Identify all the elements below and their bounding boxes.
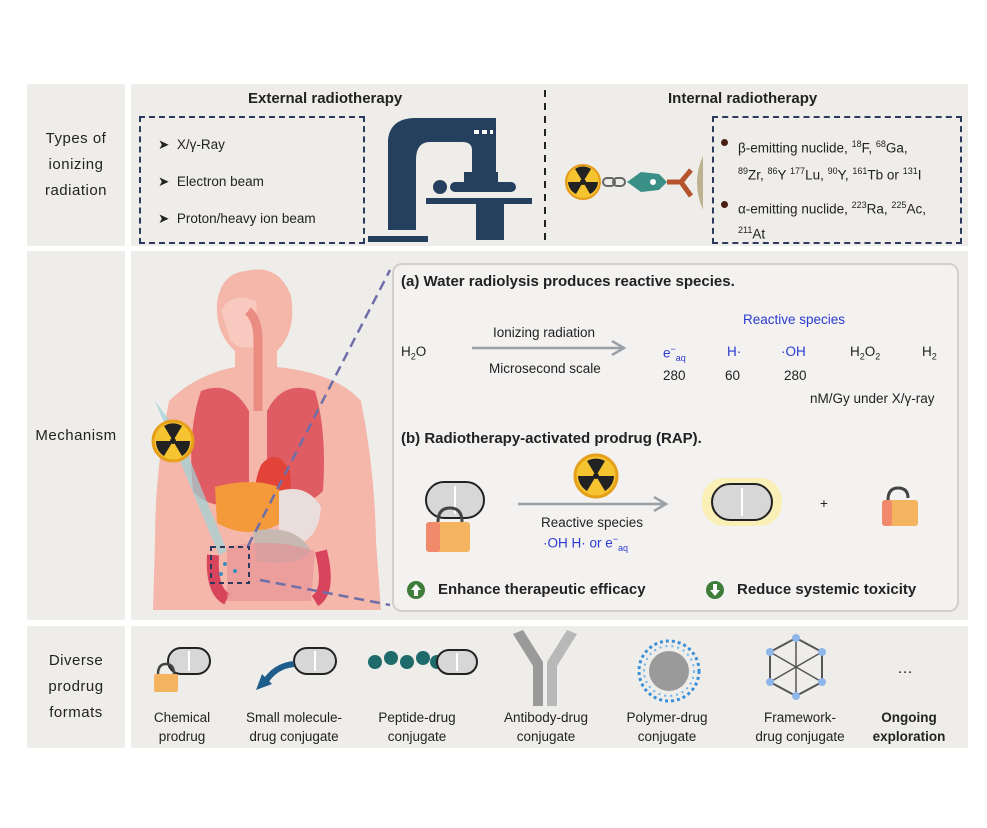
reduce-toxicity: Reduce systemic toxicity xyxy=(737,581,917,598)
types-panel xyxy=(131,84,968,246)
formats-label-line1: Diverse xyxy=(48,652,104,669)
alpha-nuclides: α-emitting nuclide, 223Ra, 225Ac, 211At xyxy=(738,200,926,241)
panel-a-title: (a) Water radiolysis produces reactive s… xyxy=(401,273,735,290)
reduce-down-icon xyxy=(706,581,724,599)
open-lock-icon xyxy=(882,486,918,526)
beta-bullet xyxy=(721,139,728,146)
beta-nuclides: β-emitting nuclide, 18F, 68Ga, 89Zr, 86Y… xyxy=(738,139,922,182)
internal-title: Internal radiotherapy xyxy=(668,90,818,107)
locked-prodrug-icon xyxy=(425,481,485,552)
peptide-conjugate-icon xyxy=(368,649,478,675)
formats-label-line2: prodrug xyxy=(48,678,104,695)
antibody-icon xyxy=(513,630,577,706)
external-title: External radiotherapy xyxy=(248,90,403,107)
panel-b-title: (b) Radiotherapy-activated prodrug (RAP)… xyxy=(401,430,702,447)
panel-a-arrow-bottom: Microsecond scale xyxy=(489,361,601,376)
row-label-types: Types of ionizing radiation xyxy=(27,84,125,246)
yield-unit-note: nM/Gy under X/γ-ray xyxy=(810,391,935,406)
zoom-connector-lines xyxy=(246,269,392,607)
alpha-bullet xyxy=(721,201,728,208)
types-label-line3: radiation xyxy=(44,182,108,199)
external-item-1: ➤ X/γ-Ray xyxy=(158,137,225,152)
species-h2o2: H2O2 xyxy=(850,344,881,362)
panel-b-species: ·OH H· or e−aq xyxy=(543,534,629,554)
yield-h-radical: 60 xyxy=(725,368,741,383)
external-list-box xyxy=(139,116,365,244)
panel-b-arrow-label: Reactive species xyxy=(541,515,644,530)
mechanism-inset-box xyxy=(392,263,959,612)
ellipsis: … xyxy=(897,660,913,677)
row-label-formats: Diverse prodrug formats xyxy=(27,626,125,748)
section-divider xyxy=(544,90,546,240)
yield-hydroxyl: 280 xyxy=(784,368,807,383)
format-caption-framework: Framework-drug conjugate xyxy=(755,710,845,744)
plus-sign: + xyxy=(820,496,828,511)
species-hydroxyl: ·OH xyxy=(781,344,806,359)
formats-label-line3: formats xyxy=(49,704,103,721)
species-h-radical: H· xyxy=(727,344,742,359)
active-drug-icon xyxy=(702,478,782,526)
small-molecule-conjugate-icon xyxy=(256,647,337,690)
chemical-prodrug-icon xyxy=(154,647,211,692)
types-label-line2: ionizing xyxy=(48,156,104,173)
internal-list-box xyxy=(712,116,962,244)
species-electron: e−aq xyxy=(663,344,686,364)
panel-a-reactant: H2O xyxy=(401,344,427,362)
enhance-efficacy: Enhance therapeutic efficacy xyxy=(438,581,646,598)
row-label-mechanism: Mechanism xyxy=(27,251,125,620)
yield-electron: 280 xyxy=(663,368,686,383)
enhance-up-icon xyxy=(407,581,425,599)
external-item-2: ➤ Electron beam xyxy=(158,174,264,189)
human-body-illustration xyxy=(151,269,381,610)
species-h2: H2 xyxy=(922,344,937,362)
format-caption-small-molecule: Small molecule-drug conjugate xyxy=(245,710,343,744)
radio-conjugate-icon xyxy=(565,156,703,210)
panel-b-arrow xyxy=(518,496,669,512)
polymer-conjugate-icon xyxy=(637,639,701,703)
framework-conjugate-icon xyxy=(766,634,826,700)
reactive-species-title: Reactive species xyxy=(743,312,846,327)
linac-machine-icon xyxy=(368,118,532,242)
external-item-3: ➤ Proton/heavy ion beam xyxy=(158,211,316,226)
panel-a-arrow-top: Ionizing radiation xyxy=(493,325,596,340)
radiation-symbol-icon xyxy=(573,453,619,499)
types-label-line1: Types of xyxy=(45,130,107,147)
panel-a-arrow xyxy=(472,340,627,356)
